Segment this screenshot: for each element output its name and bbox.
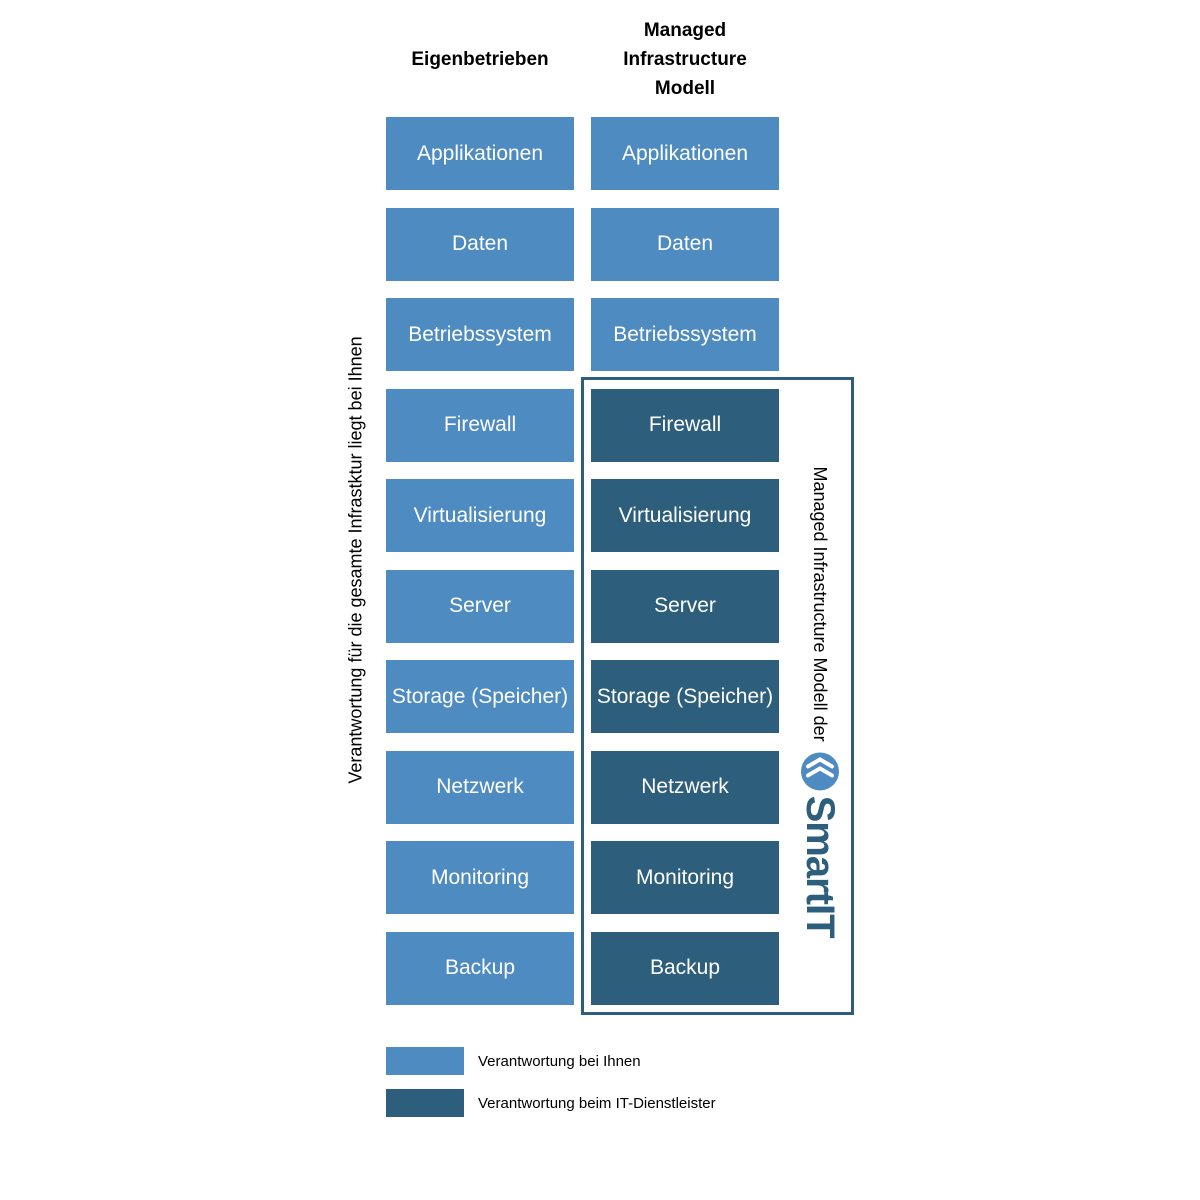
layer-box-firewall: Firewall bbox=[591, 388, 779, 462]
legend-label-provider: Verantwortung beim IT-Dienstleister bbox=[478, 1094, 716, 1112]
layer-box-betriebssystem: Betriebssystem bbox=[591, 298, 779, 371]
layer-box-netzwerk: Netzwerk bbox=[591, 750, 779, 824]
layer-box-virtualisierung: Virtualisierung bbox=[591, 479, 779, 552]
header-managed-infrastructure: Managed Infrastructure Modell bbox=[590, 14, 780, 104]
legend-label-customer: Verantwortung bei Ihnen bbox=[478, 1052, 641, 1070]
header-managed-line-3: Modell bbox=[654, 77, 716, 99]
legend-item-customer: Verantwortung bei Ihnen bbox=[386, 1047, 641, 1075]
smartit-logo: SmartIT bbox=[798, 752, 842, 938]
column-managed-infrastructure: Applikationen Daten Betriebssystem Firew… bbox=[591, 117, 779, 1022]
header-managed-line-1: Managed bbox=[643, 19, 727, 41]
layer-box-daten: Daten bbox=[386, 207, 574, 281]
layer-box-server: Server bbox=[591, 569, 779, 643]
layer-box-backup: Backup bbox=[591, 931, 779, 1005]
layer-box-firewall: Firewall bbox=[386, 388, 574, 462]
layer-box-daten: Daten bbox=[591, 207, 779, 281]
header-eigenbetrieben: Eigenbetrieben bbox=[385, 14, 575, 104]
layer-box-applikationen: Applikationen bbox=[591, 117, 779, 190]
layer-box-backup: Backup bbox=[386, 931, 574, 1005]
managed-infrastructure-frame bbox=[581, 377, 854, 1015]
legend-swatch-provider bbox=[386, 1089, 464, 1117]
layer-box-netzwerk: Netzwerk bbox=[386, 750, 574, 824]
smartit-logo-text: SmartIT bbox=[798, 795, 842, 938]
header-eigenbetrieben-text: Eigenbetrieben bbox=[411, 48, 549, 70]
layer-box-applikationen: Applikationen bbox=[386, 117, 574, 190]
layer-box-storage: Storage (Speicher) bbox=[386, 660, 574, 733]
legend-swatch-customer bbox=[386, 1047, 464, 1075]
layer-box-monitoring: Monitoring bbox=[386, 841, 574, 914]
layer-box-server: Server bbox=[386, 569, 574, 643]
column-eigenbetrieben: Applikationen Daten Betriebssystem Firew… bbox=[386, 117, 574, 1022]
legend-item-provider: Verantwortung beim IT-Dienstleister bbox=[386, 1089, 716, 1117]
header-managed-line-2: Infrastructure bbox=[623, 48, 747, 70]
layer-box-monitoring: Monitoring bbox=[591, 841, 779, 914]
left-responsibility-label: Verantwortung für die gesamte Infrastktu… bbox=[345, 336, 366, 784]
layer-box-betriebssystem: Betriebssystem bbox=[386, 298, 574, 371]
right-managed-label-text: Managed Infrastructure Modell der bbox=[810, 466, 831, 742]
right-managed-label: Managed Infrastructure Modell der SmartI… bbox=[798, 466, 842, 938]
smartit-logo-icon bbox=[801, 752, 839, 791]
layer-box-virtualisierung: Virtualisierung bbox=[386, 479, 574, 552]
layer-box-storage: Storage (Speicher) bbox=[591, 660, 779, 733]
